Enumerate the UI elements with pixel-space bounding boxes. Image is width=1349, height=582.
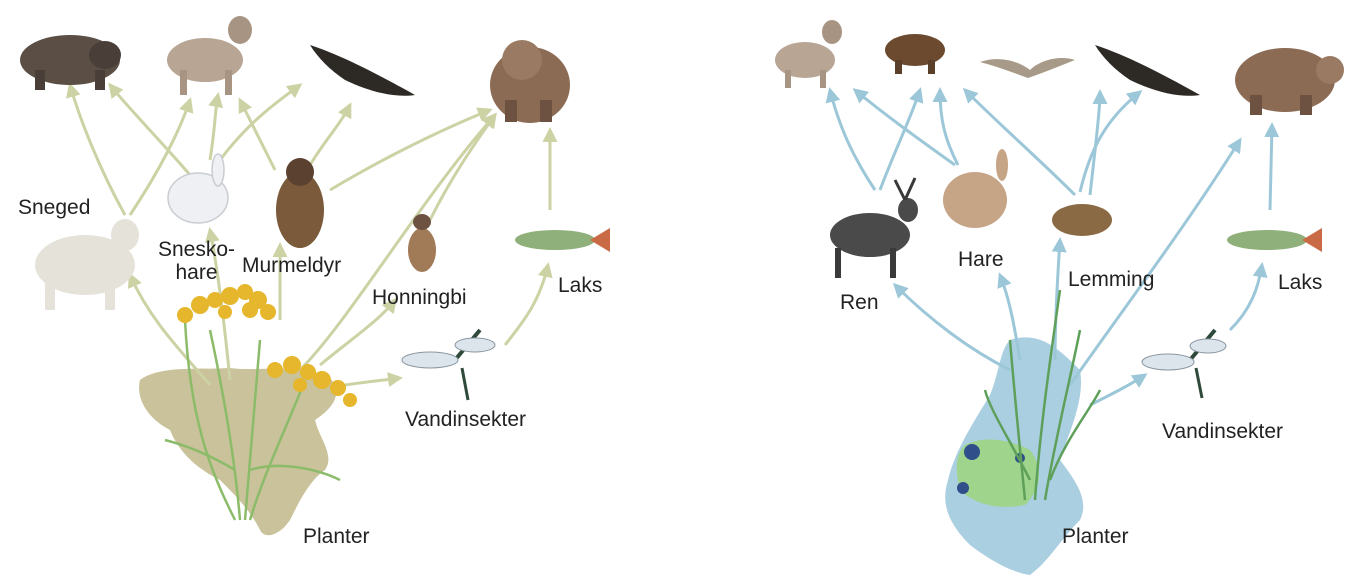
bear-icon [490, 40, 570, 123]
label-vandinsekter-right: Vandinsekter [1162, 420, 1283, 443]
label-laks-left: Laks [558, 274, 602, 297]
north-america-map-icon [139, 368, 336, 535]
wolf-icon [775, 20, 842, 88]
salmon-icon [515, 228, 610, 252]
label-sneskohare: Snesko- hare [158, 238, 235, 284]
label-laks-right: Laks [1278, 271, 1322, 294]
label-lemming: Lemming [1068, 268, 1154, 291]
dragonfly-icon [402, 330, 495, 400]
eagle-icon [310, 45, 415, 96]
label-honningbi: Honningbi [372, 286, 467, 309]
label-planter-right: Planter [1062, 525, 1129, 548]
wolverine-icon [20, 35, 121, 90]
mountain-goat-icon [35, 219, 139, 310]
eagle-icon [1095, 45, 1200, 96]
reindeer-icon [830, 178, 918, 278]
label-sneskohare-line1: Snesko- [158, 238, 235, 261]
dragonfly-icon [1142, 330, 1226, 398]
wolverine-icon [885, 34, 945, 74]
label-planter-left: Planter [303, 525, 370, 548]
label-vandinsekter-left: Vandinsekter [405, 408, 526, 431]
label-sneged: Sneged [18, 196, 90, 219]
bear-icon [1235, 48, 1344, 115]
gull-icon [980, 58, 1075, 78]
label-sneskohare-line2: hare [158, 261, 235, 284]
lemming-icon [1052, 204, 1112, 236]
salmon-icon [1227, 228, 1322, 252]
wolf-icon [167, 16, 252, 95]
hare-icon [943, 149, 1008, 228]
marmot-icon [276, 158, 324, 248]
label-ren: Ren [840, 291, 879, 314]
label-murmeldyr: Murmeldyr [242, 254, 341, 277]
snowshoe-hare-icon [168, 154, 228, 223]
label-hare: Hare [958, 248, 1004, 271]
